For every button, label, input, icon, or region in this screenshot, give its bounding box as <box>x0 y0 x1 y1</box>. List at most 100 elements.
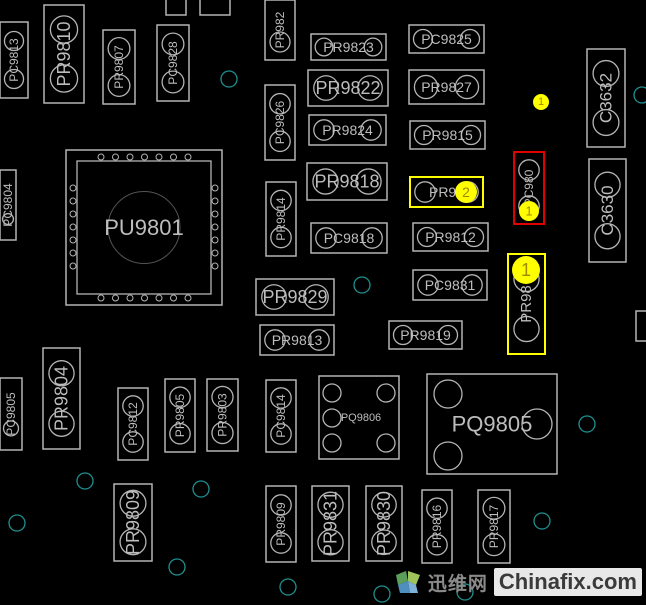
component-label: PR9809 <box>274 502 288 546</box>
watermark-en-text: Chinafix.com <box>493 568 642 596</box>
component-label: PR9818 <box>314 172 379 192</box>
pad-ring <box>161 32 185 56</box>
pad-ring <box>322 408 342 428</box>
pad-ring <box>437 324 459 346</box>
pad-ring <box>416 226 438 248</box>
component-outline <box>43 4 85 104</box>
pad-ring <box>48 410 75 437</box>
pad-ring <box>322 383 342 403</box>
component-label: PR9805 <box>173 393 187 437</box>
component-label: PU9801 <box>104 215 184 240</box>
component-outline <box>265 485 297 563</box>
ic-pin <box>112 294 119 302</box>
pad-ring <box>413 74 439 100</box>
component-outline <box>164 378 196 453</box>
ic-pin <box>141 153 148 161</box>
ic-pin <box>211 223 219 231</box>
marker-dot <box>533 94 549 110</box>
component-outline <box>264 0 296 61</box>
component-label: PR982 <box>273 11 287 48</box>
pad-ring <box>211 385 234 409</box>
pad-ring <box>482 496 506 520</box>
pad-ring <box>270 387 292 409</box>
pad-ring <box>119 489 147 517</box>
component-label: C3632 <box>597 73 616 123</box>
component-outline <box>513 151 545 225</box>
component-outline <box>409 176 484 208</box>
via-ring <box>353 276 371 294</box>
component-outline <box>412 222 489 252</box>
component-outline <box>117 387 149 461</box>
component-outline <box>0 169 17 241</box>
component-label: PR9809 <box>123 490 143 555</box>
component-outline <box>388 320 463 350</box>
marker-number: 1 <box>538 96 544 108</box>
ic-pin <box>69 249 77 257</box>
pad-ring <box>363 37 383 57</box>
pad-ring <box>413 124 435 146</box>
marker-number: 1 <box>525 204 532 219</box>
component-outline <box>206 378 239 452</box>
ic-pin <box>69 184 77 192</box>
component-label: PR9816 <box>430 504 444 548</box>
component-outline <box>307 69 389 107</box>
pad-ring <box>433 379 463 409</box>
ic-pin <box>211 249 219 257</box>
ic-pin <box>69 197 77 205</box>
via-ring <box>8 514 26 532</box>
pad-ring <box>594 171 621 198</box>
pad-ring <box>317 529 344 556</box>
pad-ring <box>317 491 344 518</box>
component-label: PR98 <box>518 285 535 323</box>
chinafix-logo-icon <box>394 569 422 595</box>
ic-pin <box>211 197 219 205</box>
pad-ring <box>463 226 485 248</box>
component-fragment <box>165 0 187 16</box>
component-label: PR9814 <box>274 197 288 241</box>
component-outline <box>0 21 29 99</box>
marker-number: 1 <box>521 260 531 280</box>
component-outline <box>586 48 626 148</box>
component-outline <box>421 489 453 564</box>
via-ring <box>76 472 94 490</box>
component-label: PC9826 <box>273 100 287 144</box>
via-ring <box>373 585 391 603</box>
pad-ring <box>312 168 339 195</box>
component-label: C3630 <box>598 185 617 235</box>
marker-dot <box>519 201 539 221</box>
ic-pin <box>69 262 77 270</box>
pad-ring <box>322 433 342 453</box>
pad-ring <box>1 212 15 226</box>
component-label: PR9803 <box>216 393 230 437</box>
pad-ring <box>169 422 191 445</box>
component-outline <box>265 379 297 453</box>
component-outline <box>102 29 136 105</box>
pad-ring <box>49 15 79 44</box>
pad-ring <box>161 70 185 94</box>
component-fragment <box>635 310 646 342</box>
ic-pin <box>211 184 219 192</box>
pad-ring <box>303 284 329 310</box>
ic-pin <box>126 294 134 302</box>
pad-ring <box>2 420 20 437</box>
via-ring <box>192 480 210 498</box>
component-label: PC9804 <box>1 183 15 227</box>
component-outline <box>264 84 296 161</box>
component-label: PC9825 <box>421 31 472 47</box>
ic-pin <box>126 153 134 161</box>
pad-ring <box>355 168 382 195</box>
ic-pin <box>184 153 192 161</box>
component-label: PR9819 <box>400 327 451 343</box>
component-outline <box>259 324 335 356</box>
ic-pin <box>69 210 77 218</box>
ic-pin <box>184 294 192 302</box>
via-ring <box>456 583 474 601</box>
pad-ring <box>417 274 439 296</box>
pad-ring <box>270 532 292 554</box>
component-outline <box>507 253 546 355</box>
pad-ring <box>48 360 75 387</box>
component-label: PQ9805 <box>452 412 533 437</box>
component-outline <box>311 485 350 562</box>
component-label: PR9815 <box>422 127 473 143</box>
